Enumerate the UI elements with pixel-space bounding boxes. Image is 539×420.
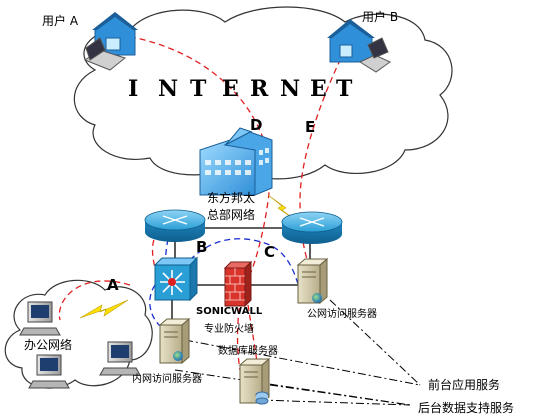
headquarters-label-line1: 东方邦太 — [207, 191, 256, 205]
building-icon — [199, 127, 273, 196]
path-label-c: C — [264, 243, 276, 261]
path-label-d: D — [250, 116, 263, 134]
database-server-label: 数据库服务器 — [218, 346, 278, 357]
intranet-server-label: 内网访问服务器 — [132, 374, 202, 385]
legend-leader-lines — [174, 299, 421, 406]
router-icon-right — [281, 211, 343, 244]
internet-letter: N — [280, 76, 301, 102]
switch-icon — [153, 256, 199, 302]
legend-back-service: 后台数据支持服务 — [418, 401, 515, 415]
path-label-b: B — [196, 238, 208, 256]
server-icon-database — [238, 357, 271, 405]
server-icon-public — [296, 257, 329, 305]
path-label-e: E — [305, 118, 316, 136]
pc-icon — [28, 354, 70, 389]
lightning-icon — [79, 299, 129, 319]
headquarters-label-line2: 总部网络 — [207, 208, 256, 222]
firewall-caption-label: 专业防火墙 — [204, 324, 254, 335]
path-label-a: A — [107, 276, 119, 294]
firewall-brand-label: SONICWALL — [196, 306, 263, 317]
office-network-label: 办公网络 — [24, 338, 73, 352]
user-b-label: 用户 B — [362, 10, 399, 24]
pc-icon — [19, 301, 61, 336]
internet-letter: E — [310, 76, 327, 102]
server-icon-intranet — [158, 317, 191, 365]
internet-letter: T — [190, 76, 207, 102]
public-server-label: 公网访问服务器 — [307, 309, 377, 320]
internet-letter: E — [222, 76, 239, 102]
internet-letter: I — [128, 76, 139, 102]
internet-letter: R — [250, 76, 269, 102]
internet-letter: T — [336, 76, 353, 102]
house-laptop-icon-user-a — [83, 12, 138, 71]
user-a-label: 用户 A — [42, 14, 79, 28]
house-laptop-icon-user-b — [327, 19, 391, 73]
router-icon-left — [144, 209, 206, 242]
internet-letter: N — [158, 76, 179, 102]
pc-icon — [99, 341, 141, 376]
firewall-icon — [223, 260, 253, 308]
legend-front-service: 前台应用服务 — [428, 378, 501, 392]
